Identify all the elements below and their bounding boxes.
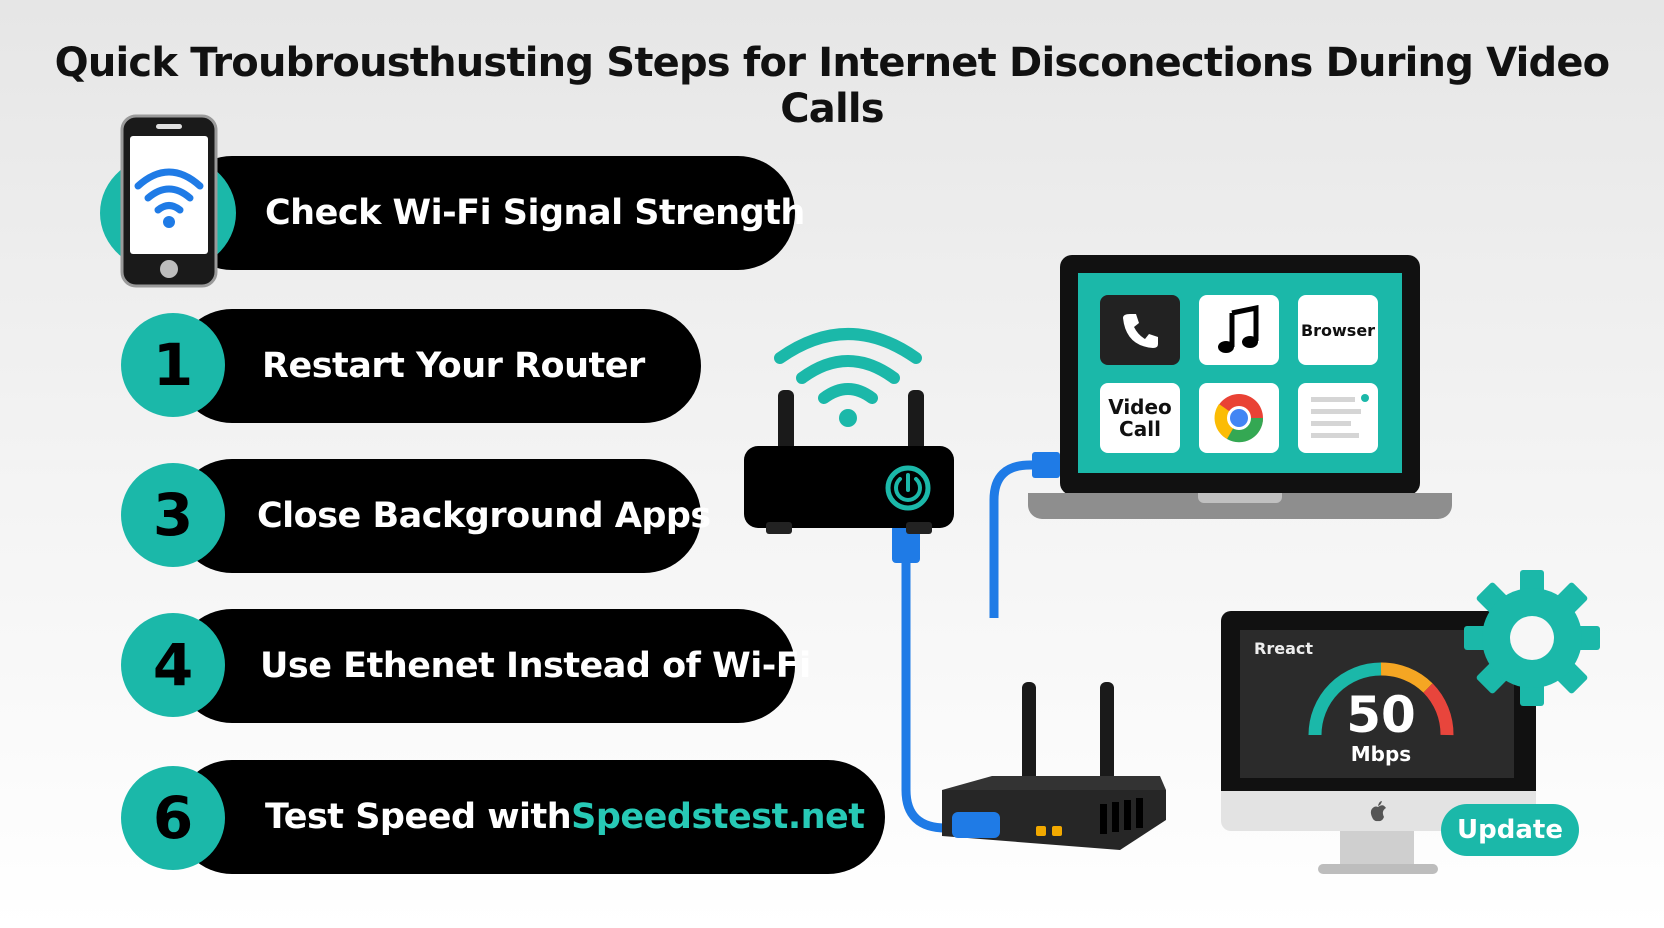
monitor-app-label: Rreact [1254, 639, 1313, 658]
speedtest-link[interactable]: Speedstest.net [571, 797, 865, 837]
video-call-label-1: Video [1108, 395, 1172, 419]
page-title: Quick Troubrousthusting Steps for Intern… [54, 40, 1611, 132]
phone-wifi-icon [120, 114, 218, 288]
step-badge-6: 6 [121, 766, 225, 870]
speed-value: 50 [1346, 686, 1416, 744]
monitor-screen-inner [1240, 630, 1514, 778]
gear-icon [1464, 570, 1600, 706]
step-label: Close Background Apps [257, 496, 711, 536]
monitor-foot [1318, 864, 1438, 874]
wifi-router-icon [744, 328, 954, 534]
step-use-ethernet[interactable]: Use Ethenet Instead of Wi-Fi [175, 609, 811, 723]
router-bottom-icon [942, 682, 1166, 850]
step-badge-3: 3 [121, 463, 225, 567]
speed-unit: Mbps [1350, 742, 1412, 766]
step-close-apps[interactable]: Close Background Apps [175, 459, 711, 573]
power-icon [885, 465, 931, 511]
step-test-speed[interactable]: Test Speed with Speedstest.net [175, 760, 885, 874]
apple-logo-icon [1370, 801, 1386, 822]
app-tile-document[interactable] [1298, 383, 1378, 453]
app-tile-browser[interactable]: Browser [1298, 295, 1378, 365]
music-note-icon [1218, 305, 1259, 353]
update-button[interactable]: Update [1441, 804, 1579, 856]
monitor-stand [1340, 831, 1414, 867]
app-tile-chrome[interactable] [1199, 383, 1279, 453]
step-badge-4: 4 [121, 613, 225, 717]
step-label: Restart Your Router [262, 346, 645, 386]
step-label: Test Speed with [265, 797, 572, 837]
video-call-label-2: Call [1119, 417, 1161, 441]
laptop-notch [1198, 493, 1282, 503]
app-tile-phone[interactable] [1100, 295, 1180, 365]
step-check-wifi[interactable]: Check Wi-Fi Signal Strength [175, 156, 805, 270]
browser-label: Browser [1300, 320, 1376, 340]
step-label: Use Ethenet Instead of Wi-Fi [260, 646, 811, 686]
document-icon [1311, 394, 1369, 438]
step-label: Check Wi-Fi Signal Strength [265, 193, 805, 233]
speed-gauge [1308, 662, 1454, 736]
app-tile-music[interactable] [1199, 295, 1279, 365]
browser-logo-icon [1214, 394, 1264, 443]
step-restart-router[interactable]: Restart Your Router [175, 309, 701, 423]
app-tile-video-call[interactable]: Video Call [1100, 383, 1180, 453]
phone-icon [1123, 314, 1158, 348]
step-badge-1: 1 [121, 313, 225, 417]
